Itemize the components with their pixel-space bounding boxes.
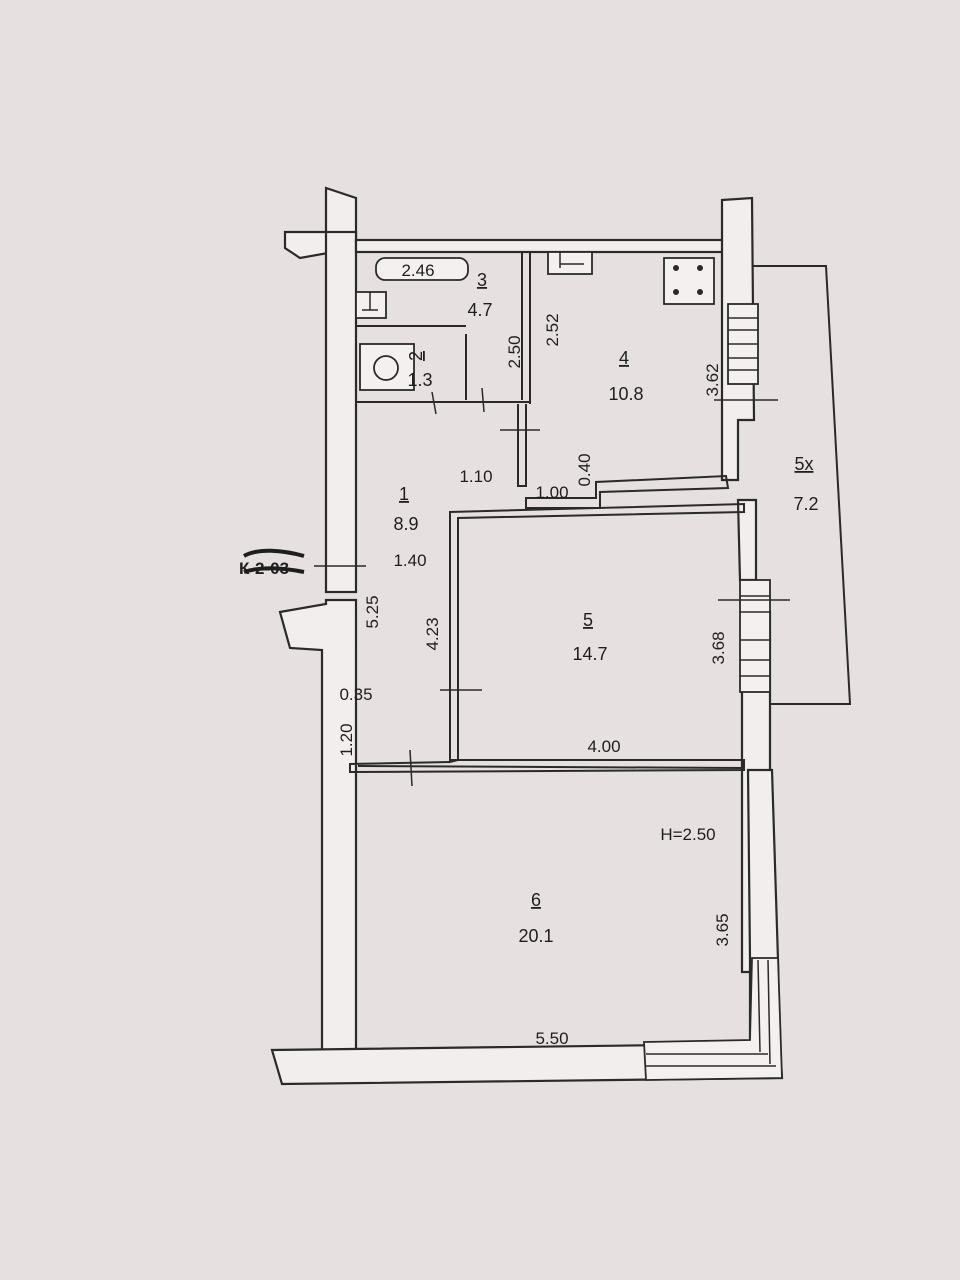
room-3-area: 4.7	[467, 300, 492, 320]
stove-icon	[663, 257, 715, 305]
sink-icon	[355, 291, 387, 319]
balcony-outline	[752, 265, 852, 705]
room-1-area: 8.9	[393, 514, 418, 534]
partition-corridor-kitchen	[517, 404, 527, 487]
bathtub-icon	[375, 257, 469, 281]
partition-room5-bottom	[349, 759, 745, 774]
window-room6	[643, 957, 783, 1081]
toilet-icon	[359, 343, 415, 391]
room-4-area: 10.8	[608, 384, 643, 404]
wall-top	[354, 238, 728, 254]
room-2-area: 1.3	[407, 370, 432, 390]
dim-room6-width: 5.50	[535, 1029, 568, 1048]
room-6-area: 20.1	[518, 926, 553, 946]
wall-left-lower	[278, 598, 358, 1052]
entrance-label: К-2-03	[239, 548, 305, 578]
partition-kitchen-bottom	[525, 474, 730, 509]
room-2-number: 2	[406, 351, 426, 361]
dim-corridor-length: 5.25	[363, 595, 382, 628]
dim-bath-height: 2.50	[505, 335, 524, 368]
door-marks	[314, 387, 790, 787]
room-4-number: 4	[619, 348, 629, 368]
dim-bath-width: 2.46	[401, 261, 434, 280]
room-5-area: 14.7	[572, 644, 607, 664]
dim-kitchen-niche: 0.40	[575, 453, 594, 486]
dim-room5-width: 4.00	[587, 737, 620, 756]
room-1-number: 1	[399, 484, 409, 504]
partition-room5-left	[449, 502, 745, 764]
window-kitchen	[727, 303, 759, 385]
dim-kitchen-door: 1.00	[535, 483, 568, 502]
dim-corridor-width: 1.40	[393, 551, 426, 570]
room-6-number: 6	[531, 890, 541, 910]
dim-corridor-top: 1.10	[459, 467, 492, 486]
dim-niche-height: 1.20	[337, 723, 356, 756]
dim-room5-height: 3.68	[709, 631, 728, 664]
dim-room6-height: 3.65	[713, 913, 732, 946]
balcony-number: 5х	[794, 454, 813, 474]
dim-niche-width: 0.35	[339, 685, 372, 704]
window-room5	[739, 579, 771, 693]
balcony-area: 7.2	[793, 494, 818, 514]
dim-kitchen-left: 2.52	[543, 313, 562, 346]
room-3-number: 3	[477, 270, 487, 290]
ceiling-height-label: H=2.50	[660, 825, 715, 844]
dim-kitchen-right: 3.62	[703, 363, 722, 396]
partition-room6-top	[357, 765, 745, 769]
wall-left-upper	[324, 230, 358, 594]
kitchen-sink-icon	[547, 251, 593, 275]
dim-corridor-inner: 4.23	[423, 617, 442, 650]
room-5-number: 5	[583, 610, 593, 630]
